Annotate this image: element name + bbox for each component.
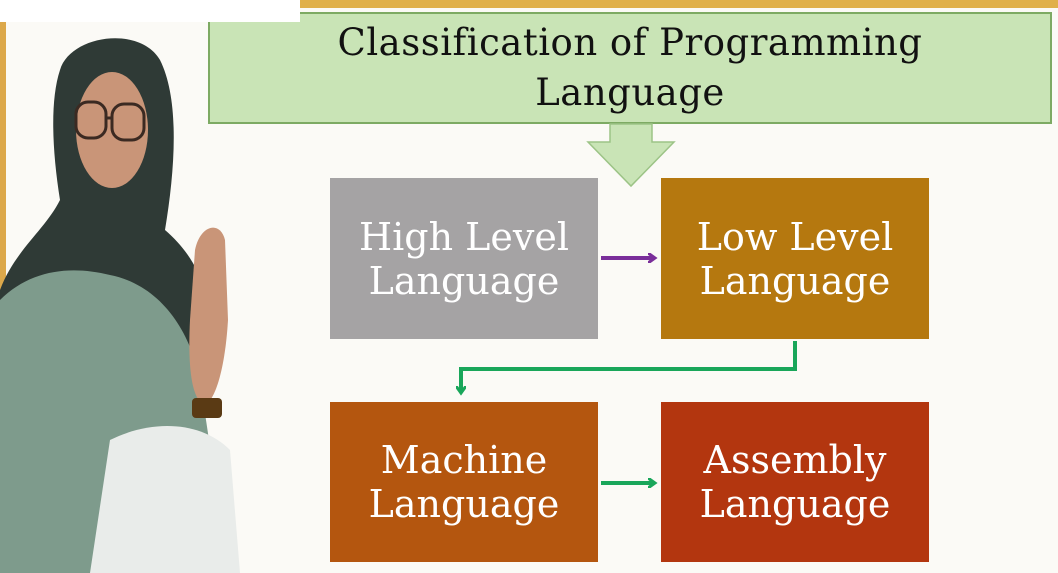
- arrow-low-to-machine: [461, 341, 795, 392]
- box-machine-language: Machine Language: [330, 402, 598, 562]
- box-low-level-language: Low Level Language: [661, 178, 929, 339]
- presenter-kurta: [90, 426, 240, 573]
- overlay-top-band: [0, 0, 300, 22]
- presenter-watch: [192, 398, 222, 418]
- box-high-level-language: High Level Language: [330, 178, 598, 339]
- presenter-hand: [189, 228, 228, 405]
- presenter-video-overlay: [0, 0, 300, 573]
- box-high-level-label: High Level Language: [340, 215, 588, 303]
- box-assembly-label: Assembly Language: [671, 438, 919, 526]
- box-low-level-label: Low Level Language: [671, 215, 919, 303]
- title-down-arrow: [588, 124, 674, 186]
- box-assembly-language: Assembly Language: [661, 402, 929, 562]
- box-machine-label: Machine Language: [340, 438, 588, 526]
